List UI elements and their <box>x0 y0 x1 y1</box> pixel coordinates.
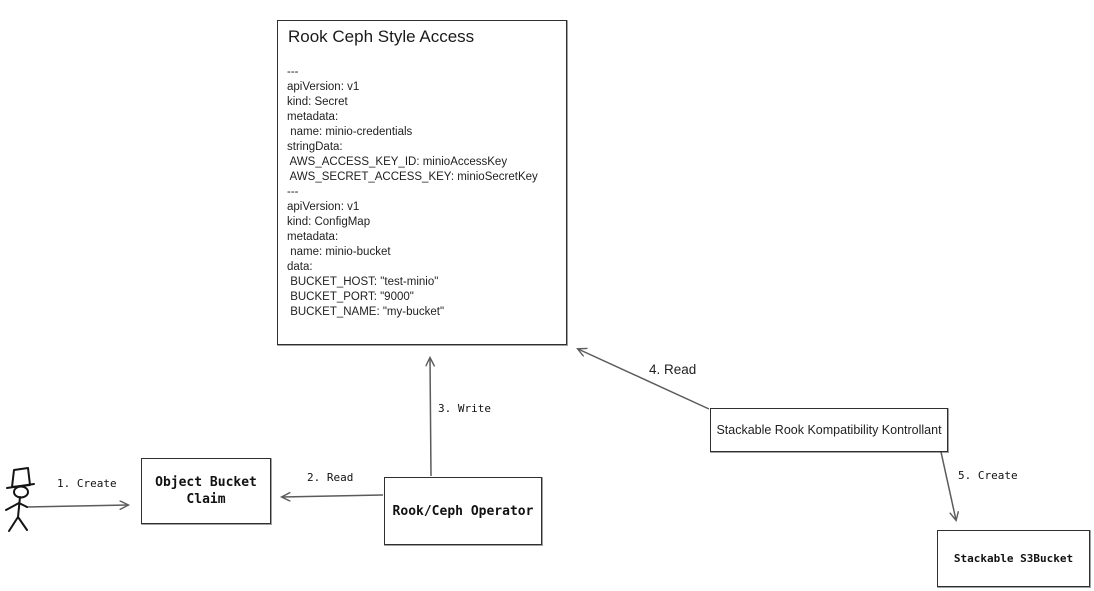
spec-box-title: Rook Ceph Style Access <box>288 27 475 46</box>
arrow-3-write <box>430 358 431 477</box>
node-stackable-rook-kompatibility-kontrollant: Stackable Rook Kompatibility Kontrollant <box>710 408 948 452</box>
edge-label-4-read: 4. Read <box>649 362 697 377</box>
node-object-bucket-claim: Object Bucket Claim <box>141 458 271 524</box>
node-rook-ceph-style-access: Rook Ceph Style Access --- apiVersion: v… <box>277 20 567 345</box>
arrow-5-create <box>940 451 956 520</box>
edge-label-3-write: 3. Write <box>438 402 491 415</box>
arrow-1-create <box>25 505 128 507</box>
arrow-2-read <box>282 495 384 497</box>
edge-label-1-create: 1. Create <box>57 477 117 490</box>
edge-label-2-read: 2. Read <box>307 471 354 484</box>
node-rook-ceph-operator: Rook/Ceph Operator <box>384 477 542 545</box>
edge-label-5-create: 5. Create <box>958 469 1018 482</box>
node-stackable-s3bucket: Stackable S3Bucket <box>937 530 1090 587</box>
arrow-4-read <box>578 349 710 410</box>
spec-box-yaml: --- apiVersion: v1 kind: Secret metadata… <box>287 66 538 318</box>
